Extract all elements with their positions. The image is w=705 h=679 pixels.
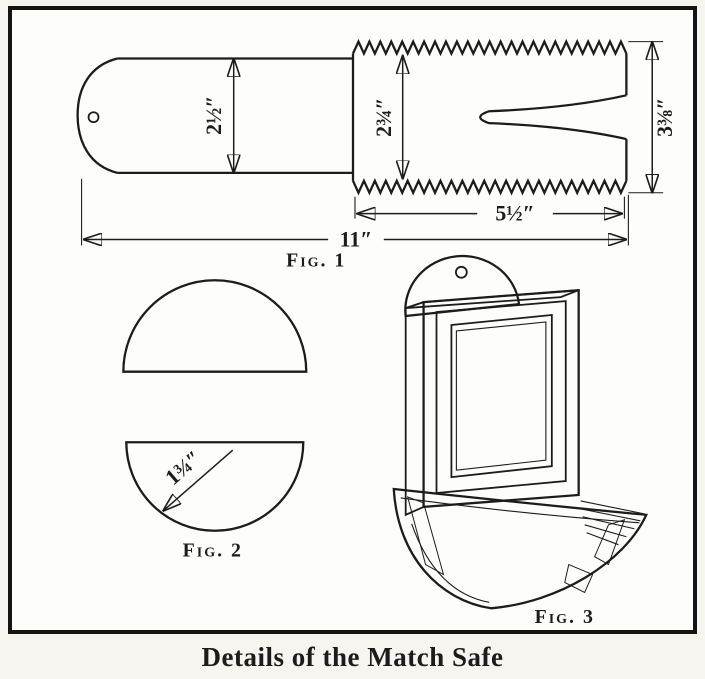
pocket-shading xyxy=(406,496,626,594)
dim-plate-height-label: 2¾″ xyxy=(372,97,396,136)
hanging-hole xyxy=(87,111,100,124)
fig1-flat-pattern: 2½″ 2¾″ 3⅜″ 5½″ 11″ xyxy=(76,38,677,271)
dim-paddle-height-label: 2½″ xyxy=(202,95,226,134)
pocket-rim-inner-line xyxy=(400,497,640,524)
dim-overall-length-label: 11″ xyxy=(340,227,373,251)
match-safe-drawing: 2½″ 2¾″ 3⅜″ 5½″ 11″ xyxy=(76,38,677,628)
hanger-board-top xyxy=(404,254,521,318)
pocket-outline xyxy=(392,487,648,610)
pocket-bottom-contour xyxy=(411,523,490,603)
fig1-label: Fig. 1 xyxy=(286,249,346,271)
serrated-top-edge xyxy=(351,38,628,57)
box-frame-inner-line xyxy=(455,321,547,471)
engraving-plate: 2½″ 2¾″ 3⅜″ 5½″ 11″ xyxy=(8,6,697,634)
upper-half-disc xyxy=(122,279,308,373)
fig2-half-discs: 1¾″ Fig. 2 xyxy=(122,279,308,562)
lower-half-disc xyxy=(125,441,305,532)
dim-overall-height-label: 3⅜″ xyxy=(653,97,677,136)
dim-radius-label: 1¾″ xyxy=(161,446,206,490)
paddle-round-end xyxy=(76,57,118,174)
fig3-label: Fig. 3 xyxy=(535,606,595,628)
radius-arrow xyxy=(163,449,234,511)
plate-caption: Details of the Match Safe xyxy=(201,642,504,672)
box-front-outer xyxy=(422,288,580,509)
dim-plate-width-label: 5½″ xyxy=(495,202,534,226)
box-left-side xyxy=(404,300,425,517)
fig3-assembled-view: Fig. 3 xyxy=(392,254,648,628)
fork-slot xyxy=(479,94,627,141)
serrated-bottom-edge xyxy=(351,178,628,196)
fig2-label: Fig. 2 xyxy=(183,540,243,562)
hanger-hole xyxy=(454,265,468,279)
box-frame-hatched-band xyxy=(435,300,567,494)
